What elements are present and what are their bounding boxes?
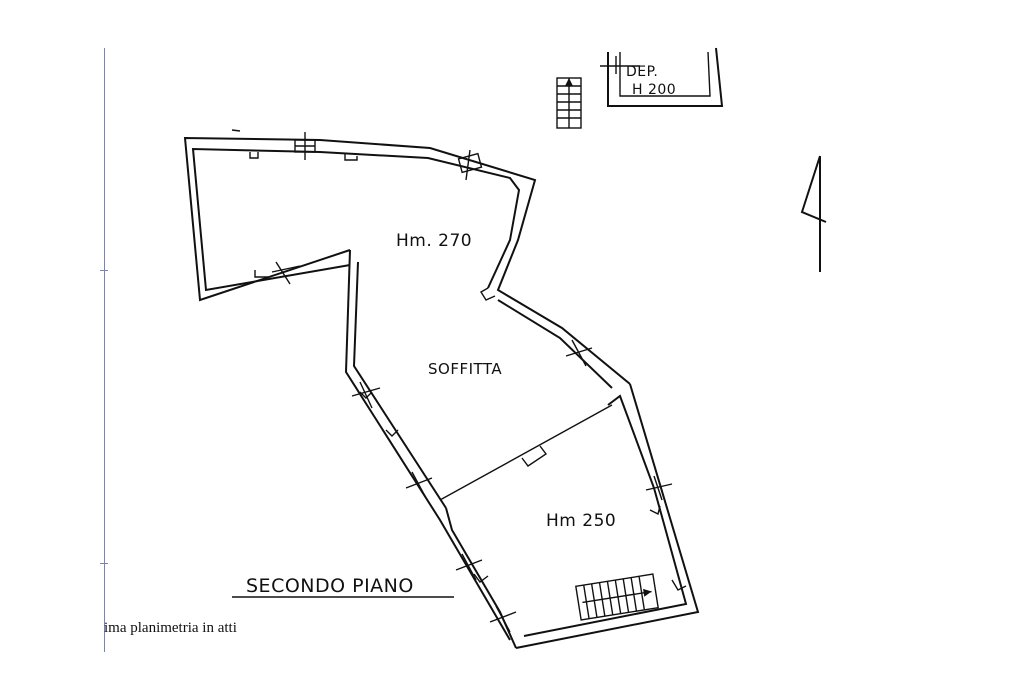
lower-room-height-label: Hm 250 [546,511,616,531]
window-marks-lower [351,339,673,633]
small-staircase-icon [556,77,582,129]
attic-room-label: SOFFITTA [428,360,502,378]
storage-room [600,47,724,107]
staircase-icon [575,573,659,621]
attic-walls [344,249,700,649]
window-marks-upper [271,132,483,285]
ruler-tick [100,270,108,271]
floor-title: SECONDO PIANO [246,575,414,597]
page-caption: ima planimetria in atti [104,620,237,636]
upper-room-height-label: Hm. 270 [396,231,472,251]
storage-label: DEP. [626,64,658,80]
north-arrow-icon [800,155,827,272]
upper-room-walls [183,136,631,385]
storage-height-label: H 200 [632,82,676,98]
ruler-tick [100,563,108,564]
page-edge-line [104,48,105,652]
stray-mark [231,129,241,132]
